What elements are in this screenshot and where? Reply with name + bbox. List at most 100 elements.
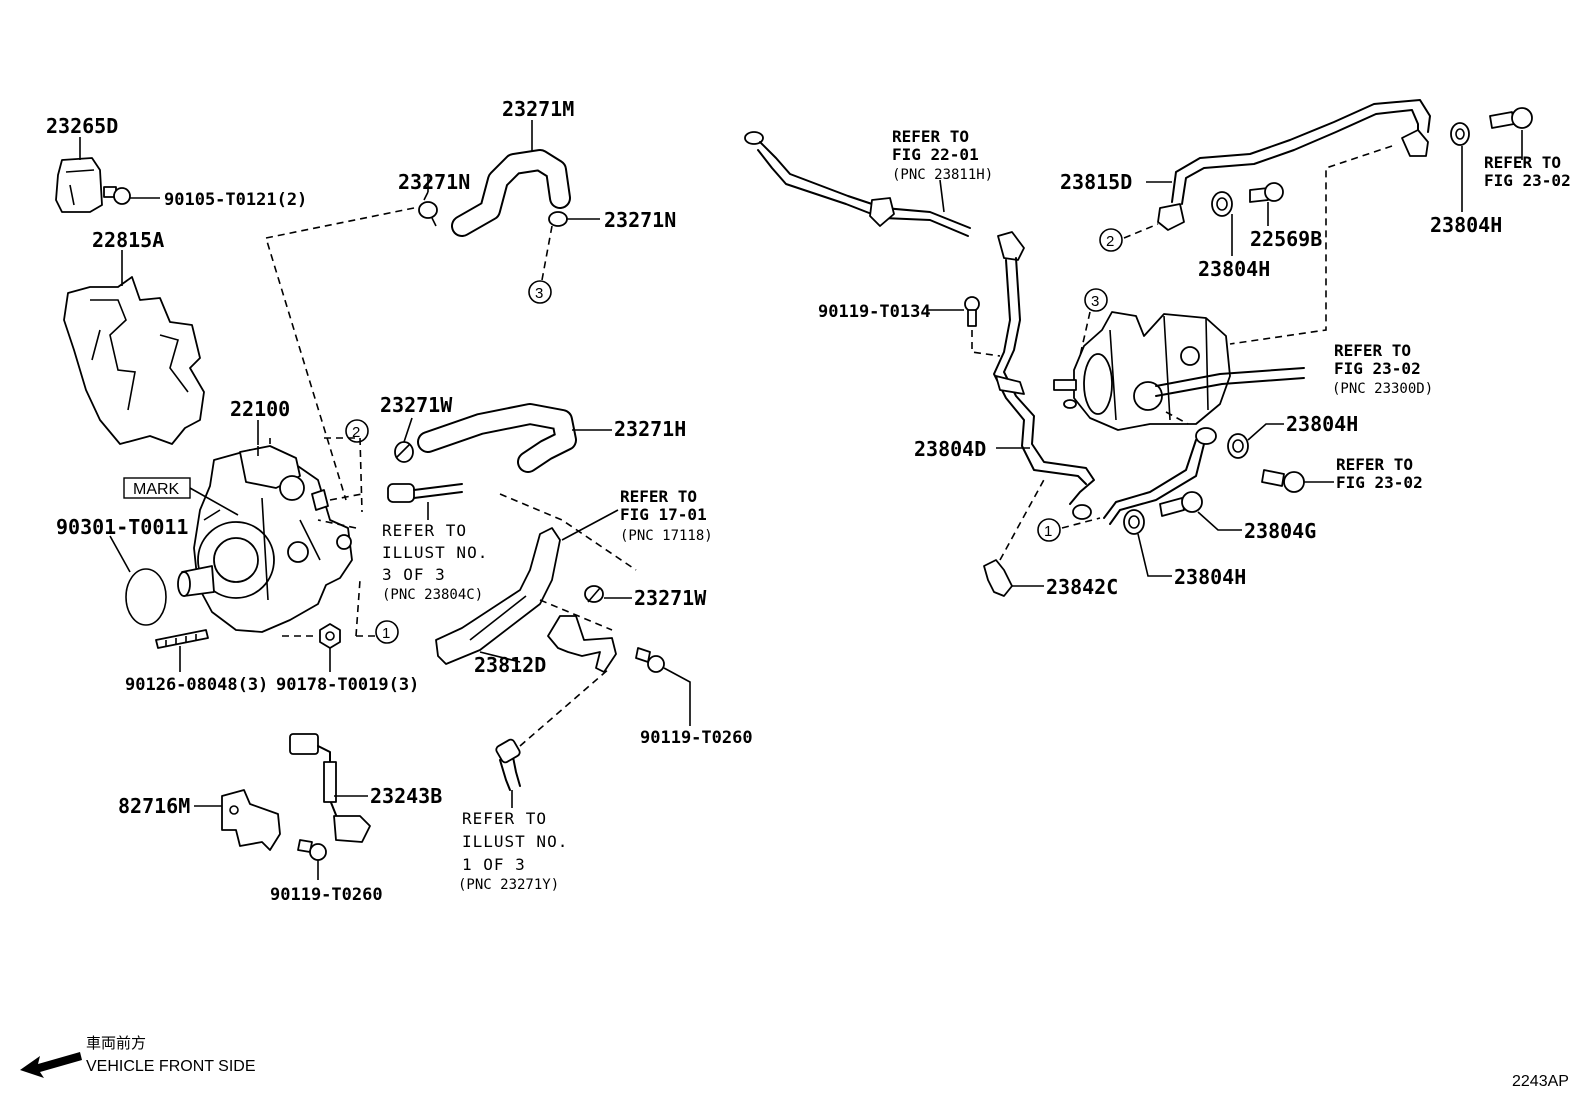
ref-illust3-pnc: (PNC 23804C)	[382, 587, 483, 603]
part-82716M-bracket	[221, 789, 281, 851]
part-90301-o-ring	[125, 568, 167, 626]
part-23804H-gasket-b	[1450, 122, 1470, 146]
bolt-union-top-right	[1489, 107, 1533, 129]
marker-2-left-text: 2	[352, 424, 360, 441]
part-23271W-clamp-a	[394, 441, 414, 463]
label-23842C: 23842C	[1046, 575, 1118, 599]
label-23271W-b: 23271W	[634, 586, 707, 610]
part-23271H-hose	[417, 403, 577, 473]
label-90105: 90105-T0121(2)	[164, 190, 307, 210]
marker-2-right	[1099, 228, 1123, 252]
leader-23804H-c	[1247, 423, 1284, 441]
dashed-marker-1-right	[1061, 517, 1101, 529]
part-22815A-cover	[63, 276, 205, 445]
ref-fig2302b-pnc: (PNC 23300D)	[1332, 381, 1433, 397]
bolt-90119-T0134	[964, 296, 980, 327]
ref-illust1-pnc: (PNC 23271Y)	[458, 877, 559, 893]
ref-illust1-line3: 1 OF 3	[462, 855, 526, 874]
part-fuel-return-pipe	[744, 131, 971, 237]
leader-90301	[109, 535, 131, 573]
ref-illust1-line1: REFER TO	[462, 809, 547, 828]
ref-fig2302c-line2: FIG 23-02	[1336, 473, 1423, 492]
bolt-22569B	[1249, 182, 1284, 203]
label-23271N-b: 23271N	[604, 208, 676, 232]
part-pipe-end-23804C	[387, 483, 463, 503]
label-90126: 90126-08048(3)	[125, 675, 268, 695]
leader-23271W-a	[403, 417, 413, 443]
label-22100: 22100	[230, 397, 290, 421]
ref-fig1701-pnc: (PNC 17118)	[620, 528, 713, 544]
ref-illust3-line3: 3 OF 3	[382, 565, 446, 584]
dashed-marker-2-right	[1123, 223, 1159, 239]
part-supply-pump-right	[1053, 311, 1231, 431]
leader-mark	[189, 487, 239, 516]
label-90301: 90301-T0011	[56, 515, 188, 539]
ref-fig2302c-line1: REFER TO	[1336, 455, 1413, 474]
label-23271N-a: 23271N	[398, 170, 470, 194]
label-23812D: 23812D	[474, 653, 546, 677]
part-23243B-sensor	[289, 733, 371, 843]
part-pipe-bracket-small	[547, 615, 617, 673]
label-mark: MARK	[133, 481, 180, 498]
label-23804H-c: 23804H	[1286, 412, 1358, 436]
part-23271N-clamp-a	[418, 191, 438, 227]
part-23804D-fuel-pipe	[993, 231, 1095, 520]
label-23804H-a: 23804H	[1198, 257, 1270, 281]
ref-fig1701-line1: REFER TO	[620, 487, 697, 506]
leader-23804H-d	[1137, 533, 1172, 577]
marker-1-left	[375, 620, 399, 644]
part-23271M-hose	[451, 149, 571, 237]
leader-23804G	[1197, 511, 1242, 531]
part-23812D-bracket	[435, 527, 561, 665]
marker-1-right-text: 1	[1044, 523, 1052, 540]
part-23804H-gasket-a	[1211, 191, 1233, 217]
label-23271H: 23271H	[614, 417, 686, 441]
ref-fig2302b-line1: REFER TO	[1334, 341, 1411, 360]
marker-2-left	[345, 419, 369, 443]
label-23243B: 23243B	[370, 784, 442, 808]
dashed-pump-outlet	[1165, 411, 1189, 425]
label-23271W-a: 23271W	[380, 393, 453, 417]
leader-fig1701	[561, 509, 619, 541]
marker-3-right-text: 3	[1091, 293, 1099, 310]
ref-fig2302a-line1: REFER TO	[1484, 153, 1561, 172]
part-23815D-fuel-pipe	[1157, 99, 1431, 231]
marker-2-right-text: 2	[1106, 233, 1114, 250]
dashed-90119-c	[971, 330, 1001, 357]
leader-fig2201	[939, 179, 945, 213]
part-pipe-end-23271Y	[495, 738, 521, 791]
bolt-90119-T0260-a	[635, 647, 665, 673]
label-90178: 90178-T0019(3)	[276, 675, 419, 695]
ref-fig2302b-line2: FIG 23-02	[1334, 359, 1421, 378]
label-23804H-d: 23804H	[1174, 565, 1246, 589]
label-23804D: 23804D	[914, 437, 986, 461]
ref-illust1-line2: ILLUST NO.	[462, 832, 568, 851]
label-23271M: 23271M	[502, 97, 574, 121]
ref-fig2302a-line2: FIG 23-02	[1484, 171, 1571, 190]
ref-illust3-line2: ILLUST NO.	[382, 543, 488, 562]
bolt-union-right	[1261, 469, 1305, 493]
figure-code: 2243AP	[1512, 1073, 1569, 1090]
dashed-pump-links	[282, 437, 376, 637]
part-pipe-23300D	[1155, 367, 1305, 397]
part-90126-stud	[155, 629, 209, 649]
dashed-illust1-link	[519, 667, 611, 747]
label-23265D: 23265D	[46, 114, 118, 138]
part-22100-supply-pump	[177, 438, 353, 633]
marker-3-left-text: 3	[535, 285, 543, 302]
label-22569B: 22569B	[1250, 227, 1322, 251]
dashed-23815D-link	[1229, 145, 1393, 345]
marker-1-right	[1037, 518, 1061, 542]
part-23265D-cover	[55, 157, 103, 213]
front-label-jp: 車両前方	[86, 1034, 146, 1052]
dashed-23842C-link	[999, 475, 1047, 561]
part-23271W-clamp-b	[584, 585, 604, 603]
bolt-90105-T0121	[103, 186, 131, 205]
ref-fig2201-line2: FIG 22-01	[892, 145, 979, 164]
dashed-marker-3-right	[1079, 311, 1091, 357]
label-90119-c: 90119-T0134	[818, 302, 931, 322]
dashed-bracket-links	[499, 493, 637, 631]
vehicle-front-arrow-icon	[20, 1052, 82, 1078]
label-23804G: 23804G	[1244, 519, 1316, 543]
